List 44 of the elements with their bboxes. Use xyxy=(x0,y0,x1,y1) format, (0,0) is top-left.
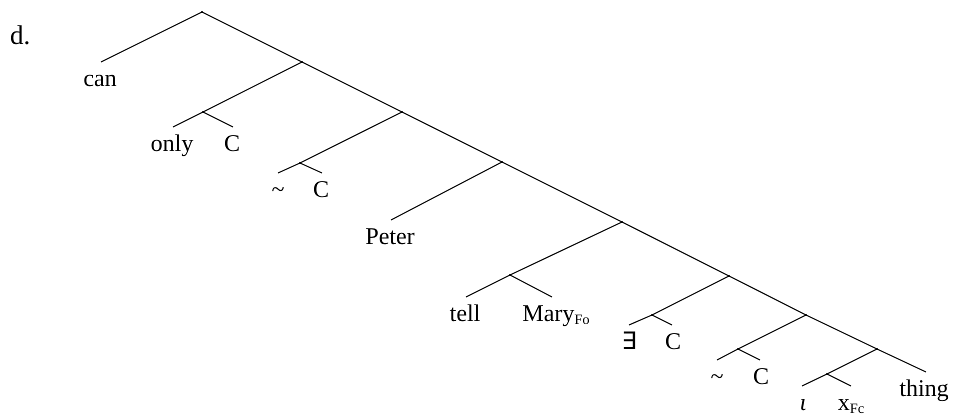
tree-leaf-label: ~ xyxy=(710,362,724,389)
tree-branch xyxy=(390,161,502,221)
tree-branch xyxy=(652,314,672,326)
tree-leaf-label: tell xyxy=(450,299,480,326)
tree-branch xyxy=(628,314,652,326)
tree-branch xyxy=(802,373,828,387)
tree-branch xyxy=(302,61,402,113)
tree-leaf-label: thing xyxy=(899,374,949,401)
tree-leaf-label: C xyxy=(224,129,240,156)
tree-branch xyxy=(738,348,760,361)
tree-branch xyxy=(622,221,730,277)
tree-leaf-label: C xyxy=(665,327,681,354)
tree-branch xyxy=(100,11,202,63)
tree-branch xyxy=(466,274,510,298)
tree-branch xyxy=(300,162,322,174)
tree-branch xyxy=(510,221,622,276)
tree-branch xyxy=(172,111,204,128)
tree-leaf-label: C xyxy=(753,362,769,389)
tree-branch xyxy=(738,314,806,350)
tree-branch xyxy=(652,275,730,316)
tree-branch xyxy=(806,314,878,350)
tree-leaf-label: x$_{Fc}$ xyxy=(838,388,864,415)
tree-branch xyxy=(876,348,926,373)
tree-leaf-label: ∃ xyxy=(622,327,636,354)
tree-branch xyxy=(278,162,300,174)
tree-branch xyxy=(826,373,852,387)
tree-branch xyxy=(402,111,502,163)
tree-leaf-label: Mary$_{Fo}$ xyxy=(522,299,590,326)
tree-branch xyxy=(510,274,552,298)
tree-leaf-label: ~ xyxy=(272,175,284,202)
tree-leaf-label: only xyxy=(150,129,194,156)
tree-branch xyxy=(202,11,302,63)
tree-branch xyxy=(826,348,878,375)
tree-branch xyxy=(300,111,402,164)
tree-branch xyxy=(202,111,234,128)
tree-leaf-label: Peter xyxy=(365,222,415,249)
tree-branch xyxy=(502,161,622,223)
tree-leaf-label: ι xyxy=(800,388,806,415)
example-letter: d. xyxy=(10,20,30,50)
tree-branch xyxy=(728,275,806,316)
tree-leaf-label: can xyxy=(83,64,117,91)
tree-branch xyxy=(202,61,302,113)
tree-branch xyxy=(716,348,738,361)
tree-leaf-label: C xyxy=(313,175,329,202)
